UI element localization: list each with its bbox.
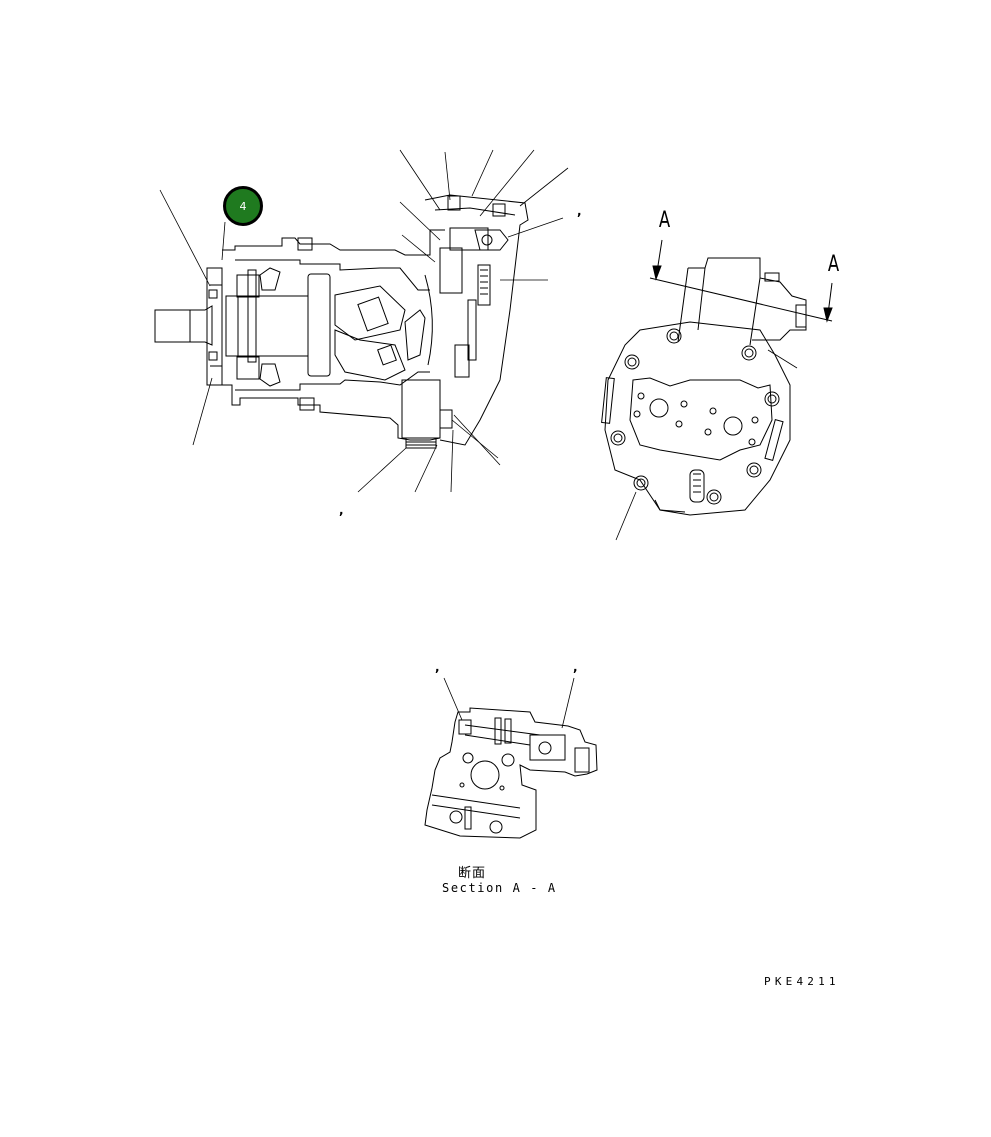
section-label-japanese: 断面 — [458, 866, 487, 881]
comma-mark: , — [573, 660, 578, 674]
side-section-view — [154, 194, 529, 449]
front-view — [601, 257, 807, 516]
comma-mark: , — [577, 204, 582, 218]
callout-marker-4[interactable]: 4 — [223, 186, 263, 226]
section-a-a-view — [424, 707, 598, 839]
callout-number: 4 — [239, 199, 247, 213]
side-view-leader-lines — [159, 149, 569, 493]
section-line-a-a — [649, 239, 833, 323]
bolt-holes — [610, 328, 780, 505]
comma-mark: , — [435, 660, 440, 674]
section-label-english: Section A - A — [442, 881, 557, 895]
section-marker-a-left: A — [658, 208, 671, 233]
section-marker-a-right: A — [827, 252, 840, 277]
comma-mark: , — [339, 503, 344, 517]
drawing-id: PKE4211 — [764, 975, 840, 988]
